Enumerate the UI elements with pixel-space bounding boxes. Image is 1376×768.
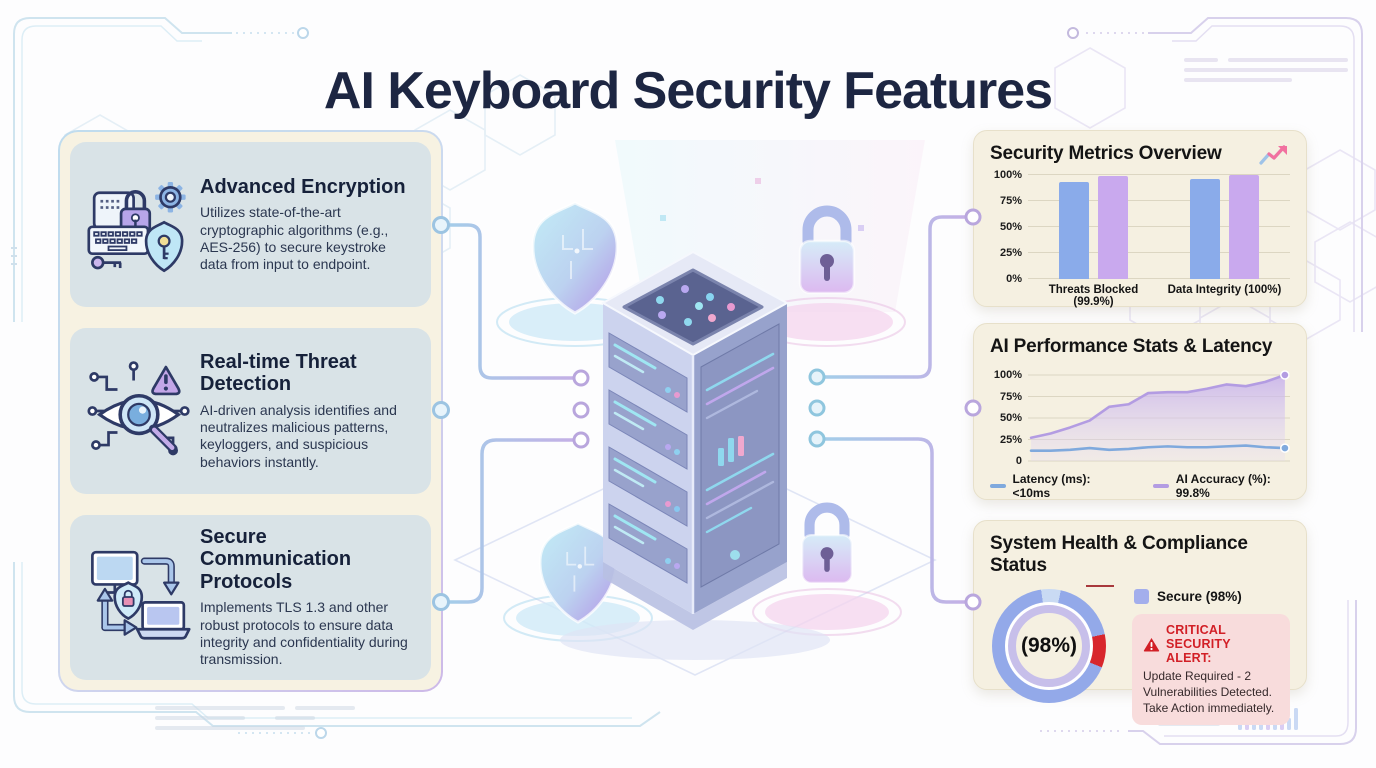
features-panel: Advanced Encryption Utilizes state-of-th…	[58, 130, 443, 692]
donut-hole: (98%)	[1008, 605, 1090, 687]
line-y-axis: 0 25% 50% 75% 100%	[990, 368, 1028, 467]
page-title: AI Keyboard Security Features	[323, 61, 1053, 120]
server-top-leds	[656, 285, 735, 326]
legend-item-latency: Latency (ms): <10ms	[990, 472, 1115, 500]
y-tick-label: 25%	[999, 247, 1022, 259]
bar-y-axis: 0% 25% 50% 75% 100%	[990, 169, 1028, 285]
system-health-title: System Health & Compliance Status	[990, 533, 1248, 576]
donut-chart: (98%)	[992, 589, 1106, 703]
server-right-panel	[700, 323, 780, 588]
feature-title: Real-time Threat Detection	[200, 350, 357, 396]
system-health-panel: System Health & Compliance Status (98%) …	[973, 520, 1307, 726]
line-chart-svg	[1028, 370, 1290, 464]
ai-performance-title: AI Performance Stats & Latency	[990, 336, 1273, 357]
sparkle-dots	[660, 178, 864, 265]
bar-metric-purple	[1098, 176, 1128, 279]
line-series	[1031, 370, 1290, 461]
line-chart-plot	[1028, 368, 1290, 464]
hologram-shield-top	[531, 201, 619, 315]
feature-description: Utilizes state-of-the-art cryptographic …	[200, 204, 389, 273]
bar-metric-blue	[1059, 182, 1089, 279]
line-legend: Latency (ms): <10ms AI Accuracy (%): 99.…	[990, 472, 1290, 502]
y-tick-label: 100%	[993, 169, 1022, 181]
floor-wireframe	[453, 444, 937, 676]
bar-group	[1190, 175, 1259, 279]
y-tick-label: 0%	[1006, 273, 1022, 285]
trend-up-icon	[1258, 143, 1290, 167]
latency-legend-dash	[990, 484, 1006, 488]
threat-detection-eye-icon	[78, 359, 200, 463]
server-top-screen	[622, 268, 764, 346]
donut-center-label: (98%)	[1020, 634, 1078, 657]
bar-groups	[1028, 175, 1290, 279]
donut-legend: Secure (98%)	[1134, 589, 1290, 604]
glow-bases	[496, 297, 906, 642]
connector-lines-left	[446, 223, 575, 604]
accuracy-legend-dash	[1153, 484, 1169, 488]
feature-title: Secure Communication Protocols	[200, 526, 352, 593]
bar-metric-purple	[1229, 175, 1259, 279]
server-tower	[560, 250, 830, 660]
y-tick-label: 75%	[999, 195, 1022, 207]
secure-transfer-devices-icon	[78, 545, 200, 649]
bar-category-label: Data Integrity (100%)	[1167, 284, 1282, 296]
light-beam	[615, 140, 925, 312]
bar-x-axis: Threats Blocked (99.9%) Data Integrity (1…	[1028, 284, 1290, 308]
y-tick-label: 75%	[999, 390, 1022, 403]
bar-metric-blue	[1190, 179, 1220, 279]
alert-title-row: CRITICAL SECURITY ALERT:	[1143, 623, 1279, 665]
feature-card-secure-communication: Secure Communication Protocols Implement…	[70, 514, 431, 680]
legend-item-accuracy: AI Accuracy (%): 99.8%	[1153, 472, 1290, 500]
bar-category-label: Threats Blocked (99.9%)	[1048, 284, 1139, 308]
donut-legend-label: Secure (98%)	[1157, 589, 1242, 604]
connector-nodes	[432, 208, 982, 611]
keyboard-encryption-icon	[78, 173, 200, 277]
security-metrics-panel: Security Metrics Overview 0% 25% 50% 75% 100…	[973, 130, 1307, 308]
security-alert-box: CRITICAL SECURITY ALERT: Update Required…	[1132, 614, 1290, 726]
alert-body: Update Required - 2 Vulnerabilities Dete…	[1143, 669, 1275, 716]
feature-title: Advanced Encryption	[200, 175, 406, 198]
y-tick-label: 25%	[999, 433, 1022, 446]
donut-chart-box: (98%)	[990, 585, 1118, 707]
decor-text-lines-bottom-left	[155, 706, 355, 730]
hologram-lock-bottom	[802, 508, 852, 583]
hologram-lock-top	[800, 211, 854, 293]
security-metrics-title: Security Metrics Overview	[990, 143, 1222, 164]
bar-group	[1059, 175, 1128, 279]
hologram-shield-bottom	[538, 521, 618, 624]
y-tick-label: 0	[1015, 455, 1022, 467]
feature-description: AI-driven analysis identifies and neutra…	[200, 401, 397, 470]
alert-title: CRITICAL SECURITY ALERT:	[1166, 623, 1231, 665]
feature-card-advanced-encryption: Advanced Encryption Utilizes state-of-th…	[70, 142, 431, 308]
y-tick-label: 50%	[999, 412, 1022, 424]
y-tick-label: 100%	[993, 369, 1022, 381]
legend-label: Latency (ms): <10ms	[1012, 472, 1091, 500]
feature-card-threat-detection: Real-time Threat Detection AI-driven ana…	[70, 328, 431, 494]
donut-legend-swatch	[1134, 589, 1149, 604]
server-left-slats	[608, 332, 688, 584]
server-mini-bar-chart	[718, 436, 744, 466]
warning-triangle-icon	[1143, 637, 1160, 652]
y-tick-label: 50%	[999, 221, 1022, 233]
connector-lines-right	[822, 215, 967, 604]
bar-chart-plot	[1028, 174, 1290, 279]
ai-performance-panel: AI Performance Stats & Latency 0 25% 50% 75…	[973, 323, 1307, 500]
legend-label: AI Accuracy (%): 99.8%	[1175, 472, 1271, 500]
features-panel-inner: Advanced Encryption Utilizes state-of-th…	[60, 132, 441, 690]
alert-connector-line	[1086, 585, 1114, 587]
feature-description: Implements TLS 1.3 and other robust prot…	[200, 599, 408, 668]
